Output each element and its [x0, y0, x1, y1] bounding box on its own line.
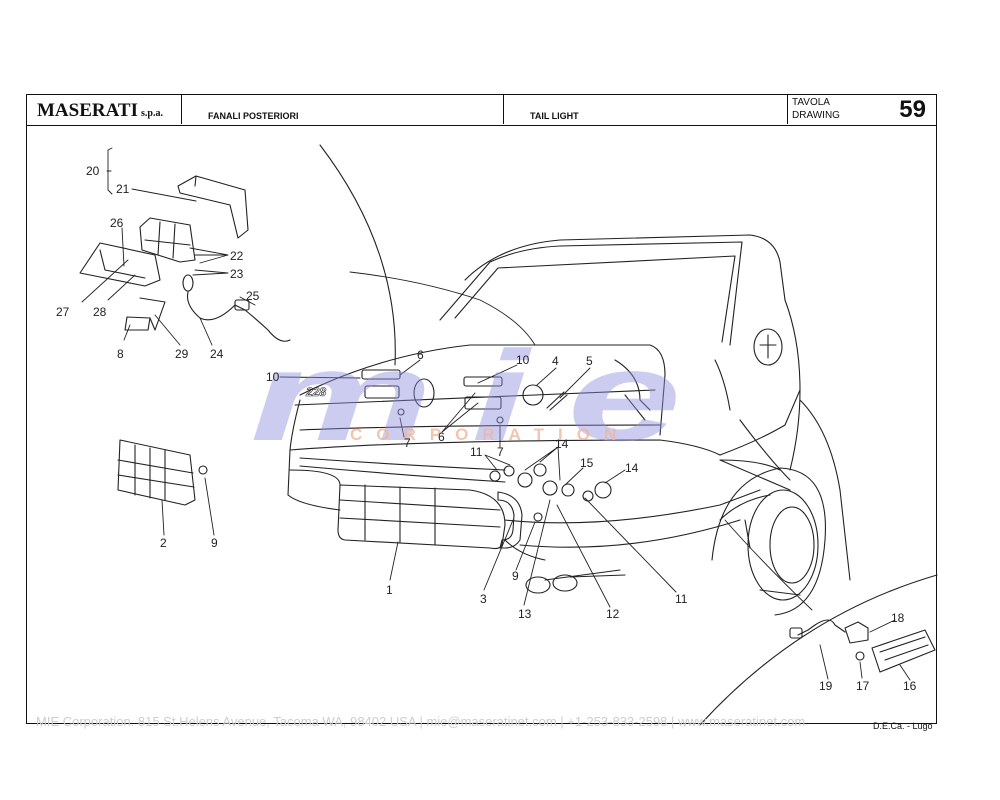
callout-1: 1: [386, 583, 393, 597]
lens-22: [139, 217, 196, 263]
bulb-23: [182, 274, 194, 292]
callout-8: 8: [117, 347, 124, 361]
callout-13: 13: [518, 607, 532, 621]
callout-14b: 14: [625, 461, 639, 475]
callout-22: 22: [230, 249, 244, 263]
callout-6a: 6: [417, 348, 424, 362]
callout-14a: 14: [555, 437, 569, 451]
callout-4: 4: [552, 354, 559, 368]
tail-light-lens-2: [117, 439, 196, 506]
callout-26: 26: [110, 216, 124, 230]
contact-footer: MIE Corporation. 815 St.Helens Avenue, T…: [36, 714, 806, 729]
callout-11a: 11: [470, 445, 483, 459]
callout-3: 3: [480, 592, 487, 606]
callout-25: 25: [246, 289, 260, 303]
brand-name: MASERATI: [37, 100, 138, 121]
car-badge: 228: [305, 385, 326, 399]
callout-16: 16: [903, 679, 917, 693]
watermark-subtitle: CORPORATION: [350, 425, 630, 444]
callout-17: 17: [856, 679, 870, 693]
plate-number: 59: [899, 96, 926, 123]
callout-20: 20: [86, 164, 100, 178]
callout-10a: 10: [266, 370, 280, 384]
tavola-label: TAVOLA: [792, 97, 830, 108]
callout-labels: 1 2 3 4 5 6 6 7 7 8 9 9 10 10 11 11 12 1…: [56, 164, 917, 693]
callout-7b: 7: [497, 445, 504, 459]
title-english-cell: TAIL LIGHT: [504, 95, 788, 124]
wire-harness-19: [789, 619, 846, 639]
callout-28: 28: [93, 305, 107, 319]
plate-8: [124, 316, 151, 331]
car-body: [287, 234, 851, 596]
callout-18: 18: [891, 611, 905, 625]
callout-11b: 11: [675, 592, 688, 606]
callout-27: 27: [56, 305, 70, 319]
leader-lines: [81, 147, 911, 681]
callout-5: 5: [586, 354, 593, 368]
callout-10b: 10: [516, 353, 530, 367]
wire-harness-24: [186, 291, 291, 342]
callout-24: 24: [210, 347, 224, 361]
callout-2: 2: [160, 536, 167, 550]
bracket-27: [79, 242, 161, 287]
callout-9b: 9: [512, 569, 519, 583]
callout-6b: 6: [438, 430, 445, 444]
callout-29: 29: [175, 347, 189, 361]
bracket-29: [139, 297, 166, 331]
callout-21: 21: [116, 182, 130, 196]
watermark-letters: mie: [250, 325, 720, 468]
gasket-3: [497, 491, 523, 549]
side-marker-16: [871, 629, 936, 673]
bulb-holder-18: [844, 621, 869, 644]
title-italian-cell: FANALI POSTERIORI: [182, 95, 504, 124]
inset-border-bottom: [699, 574, 938, 726]
rear-wheel: [711, 467, 827, 616]
callout-19: 19: [819, 679, 833, 693]
drawing-credit: D.E.Ca. - Lugo: [873, 721, 933, 731]
callout-23: 23: [230, 267, 244, 281]
title-italian: FANALI POSTERIORI: [208, 111, 299, 121]
inset-border-top: [319, 144, 396, 366]
nut-17: [855, 651, 865, 661]
brand-suffix: s.p.a.: [141, 108, 163, 119]
exhaust-pipes: [525, 569, 626, 594]
title-english: TAIL LIGHT: [530, 111, 579, 121]
callout-15: 15: [580, 456, 594, 470]
plate-cell: TAVOLA DRAWING 59: [788, 95, 938, 124]
watermark-logo: mie CORPORATION: [250, 325, 720, 468]
callout-12: 12: [606, 607, 620, 621]
callout-7a: 7: [404, 436, 411, 450]
callout-9a: 9: [211, 536, 218, 550]
light-housing-20: [177, 175, 249, 239]
tail-light-cluster-1: [337, 484, 506, 550]
drawing-label: DRAWING: [792, 110, 840, 121]
